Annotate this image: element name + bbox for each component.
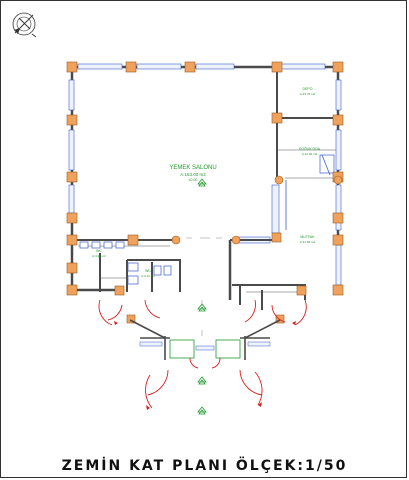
- dimension-markers: [186, 237, 222, 336]
- room-level-yemek-salonu: ±0.00: [188, 178, 198, 182]
- room-area-mutfak: A:61.65 m2: [299, 240, 316, 244]
- room-area-depo: A:23.75 m2: [299, 92, 316, 96]
- tree-icon: [197, 178, 207, 415]
- room-area-yemek-salonu: A:163.00 m2: [180, 172, 206, 177]
- room-label-mutfak: MUTFAK: [300, 235, 315, 239]
- door-arrows: [114, 321, 296, 410]
- room-area-sogukoda: A:12.00 m2: [301, 152, 318, 156]
- kitchen-counter: [285, 154, 331, 230]
- interior-detail-lines: [78, 149, 336, 293]
- room-area-wc-2: A:3.12 m2: [141, 274, 155, 278]
- room-label-yemek-salonu: YEMEK SALONU: [169, 165, 217, 171]
- room-label-wc-1: WC: [96, 249, 102, 253]
- room-label-wc-2: WC: [145, 269, 151, 273]
- entrance-walls: [129, 319, 281, 360]
- floor-plan: [12, 12, 344, 415]
- exterior-walls: [70, 65, 340, 300]
- door-swings: [98, 299, 307, 409]
- north-arrow-icon: [12, 12, 37, 38]
- room-label-depo: DEPO: [302, 87, 313, 91]
- drawing-title: ZEMİN KAT PLANI ÖLÇEK:1/50: [61, 458, 348, 474]
- round-columns: [171, 175, 343, 245]
- entrance-vestibule: [169, 339, 241, 359]
- structural-columns: [66, 61, 344, 324]
- room-label-sogukoda: SOĞUK ODA: [298, 147, 321, 151]
- interior-walls: [72, 67, 338, 310]
- entrance-glazing: [139, 341, 271, 351]
- room-area-wc-1: A:4.96 m2: [92, 254, 106, 258]
